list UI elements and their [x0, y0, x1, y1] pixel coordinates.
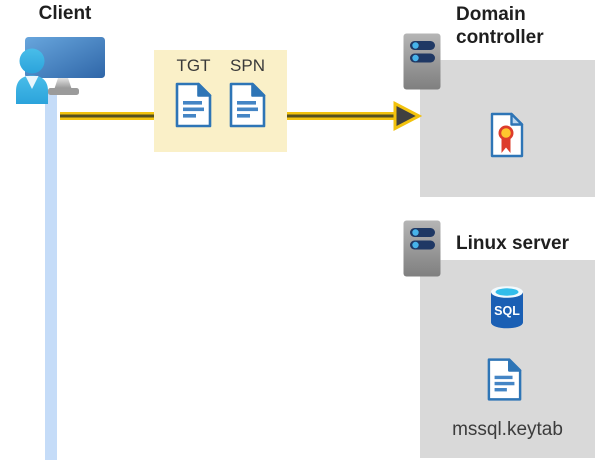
keytab-document-icon	[487, 358, 522, 401]
tgt-document-icon	[175, 82, 212, 128]
spn-document-icon	[229, 82, 266, 128]
tgt-ticket: TGT	[175, 56, 212, 152]
sql-database-icon: SQL	[491, 286, 523, 329]
linux-server-title: Linux server	[456, 233, 569, 254]
user-icon	[16, 48, 48, 104]
keytab-filename: mssql.keytab	[452, 419, 563, 440]
domain-controller-title: Domain controller	[456, 4, 544, 48]
monitor-icon	[25, 37, 105, 95]
spn-label: SPN	[230, 56, 265, 75]
spn-ticket: SPN	[229, 56, 266, 152]
certificate-icon	[490, 112, 524, 158]
domain-controller-server-icon	[403, 33, 441, 90]
client-title: Client	[38, 3, 92, 24]
tgt-label: TGT	[176, 56, 211, 75]
client-computer-with-user-icon	[16, 37, 105, 104]
client-connector-line	[45, 90, 57, 460]
linux-server-icon	[403, 220, 441, 277]
sql-database-label: SQL	[494, 304, 520, 318]
ticket-highlight-box: TGT SPN	[154, 50, 287, 152]
